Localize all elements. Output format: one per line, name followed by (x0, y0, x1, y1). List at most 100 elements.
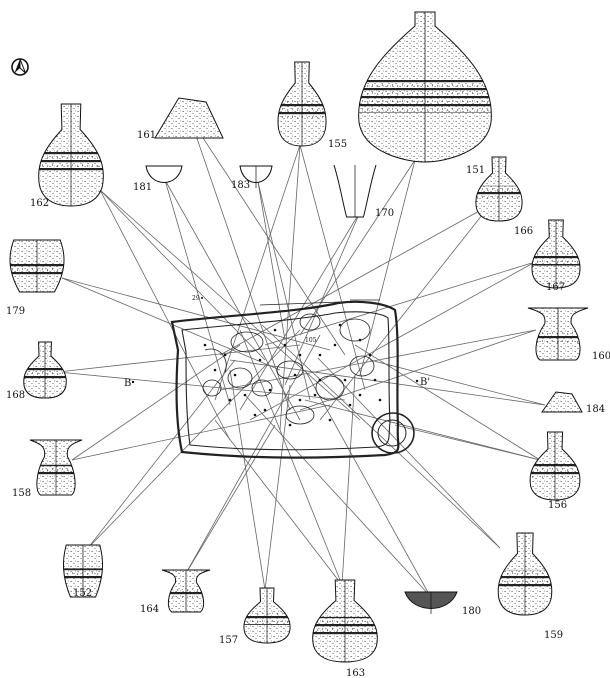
vessel-label-166: 166 (514, 226, 533, 237)
connection-lines (57, 117, 546, 597)
connection-line (164, 179, 301, 421)
find-point (203, 343, 207, 347)
north-arrow-icon (11, 58, 29, 76)
vessel-183: 183 (231, 165, 273, 191)
find-point (368, 353, 372, 357)
vessel-179: 179 (6, 239, 65, 317)
connection-line (319, 204, 491, 421)
connection-line (189, 117, 291, 411)
connection-line (279, 144, 301, 431)
connection-line (214, 419, 343, 586)
connection-line (219, 204, 491, 356)
connection-line (87, 329, 301, 549)
connection-line (184, 424, 276, 576)
vessel-label-158: 158 (12, 488, 31, 499)
find-point (298, 353, 302, 357)
vessel-160: 160 (527, 307, 610, 362)
find-point (228, 398, 232, 402)
vessel-label-180: 180 (462, 606, 481, 617)
vessel-label-152: 152 (73, 588, 92, 599)
find-point (243, 393, 247, 397)
vessel-151: 151 (358, 11, 492, 176)
vessel-164: 164 (140, 569, 211, 615)
connection-line (239, 211, 361, 411)
vessel-170: 170 (333, 164, 394, 219)
connection-line (394, 424, 541, 461)
find-point (318, 378, 322, 382)
connection-line (61, 277, 281, 371)
connection-line (359, 159, 416, 376)
find-point (373, 378, 377, 382)
vessel-label-170: 170 (375, 208, 394, 219)
connection-line (229, 369, 266, 591)
connection-line (299, 144, 366, 391)
find-point (283, 343, 287, 347)
connection-line (264, 261, 536, 346)
vessel-label-162: 162 (30, 198, 49, 209)
marker-105: 105 (305, 337, 317, 344)
connection-line (257, 181, 286, 341)
vessel-label-184: 184 (586, 404, 605, 415)
connection-line (61, 277, 331, 351)
find-point (253, 413, 257, 417)
find-point (298, 398, 302, 402)
find-point (358, 393, 362, 397)
vessel-157: 157 (219, 587, 291, 646)
vessel-161: 161 (137, 97, 224, 141)
find-point (358, 338, 362, 342)
marker-b: B (124, 378, 131, 389)
connection-line (164, 179, 231, 406)
connection-line (304, 369, 431, 597)
vessel-label-181: 181 (133, 182, 152, 193)
find-point (313, 393, 317, 397)
connection-line (71, 404, 331, 461)
marker-b-prime: B' (420, 377, 430, 388)
connection-line (99, 189, 231, 441)
vessel-181: 181 (133, 165, 183, 193)
connection-line (99, 189, 361, 421)
vessel-label-160: 160 (592, 351, 610, 362)
vessel-159: 159 (497, 532, 563, 641)
find-point (288, 423, 292, 427)
connection-line (264, 384, 291, 591)
pit-plan (170, 299, 415, 459)
vessel-label-155: 155 (328, 139, 347, 150)
connection-line (249, 261, 536, 421)
connection-line (284, 211, 361, 386)
vessel-152: 152 (62, 544, 104, 599)
find-point (258, 358, 262, 362)
find-point (343, 378, 347, 382)
find-point (273, 328, 277, 332)
pit-inner-boundary (181, 311, 391, 451)
find-point (263, 408, 267, 412)
connection-line (184, 334, 321, 576)
vessel-168: 168 (6, 341, 67, 401)
pit-outer-boundary (170, 300, 400, 459)
find-point (333, 343, 337, 347)
vessel-label-168: 168 (6, 390, 25, 401)
connection-line (214, 144, 301, 401)
find-point (213, 368, 217, 372)
find-point (328, 418, 332, 422)
find-point (338, 323, 342, 327)
connection-line (71, 344, 241, 461)
vessel-label-157: 157 (219, 635, 238, 646)
find-point (233, 373, 237, 377)
vessel-155: 155 (277, 61, 347, 150)
marker-29: 29 (192, 295, 200, 302)
vessel-label-164: 164 (140, 604, 159, 615)
posthole-feature (371, 412, 415, 454)
vessel-drawings: 1511521551561571581591601611621631641661… (6, 11, 610, 678)
vessel-163: 163 (312, 579, 378, 678)
vessel-label-161: 161 (137, 130, 156, 141)
connection-line (304, 399, 541, 461)
find-point (348, 403, 352, 407)
vessel-166: 166 (475, 156, 533, 237)
vessel-158: 158 (12, 439, 83, 499)
find-point (268, 388, 272, 392)
vessel-label-159: 159 (544, 630, 563, 641)
connection-line (257, 181, 311, 401)
vessel-label-167: 167 (546, 282, 565, 293)
connection-line (219, 329, 537, 391)
